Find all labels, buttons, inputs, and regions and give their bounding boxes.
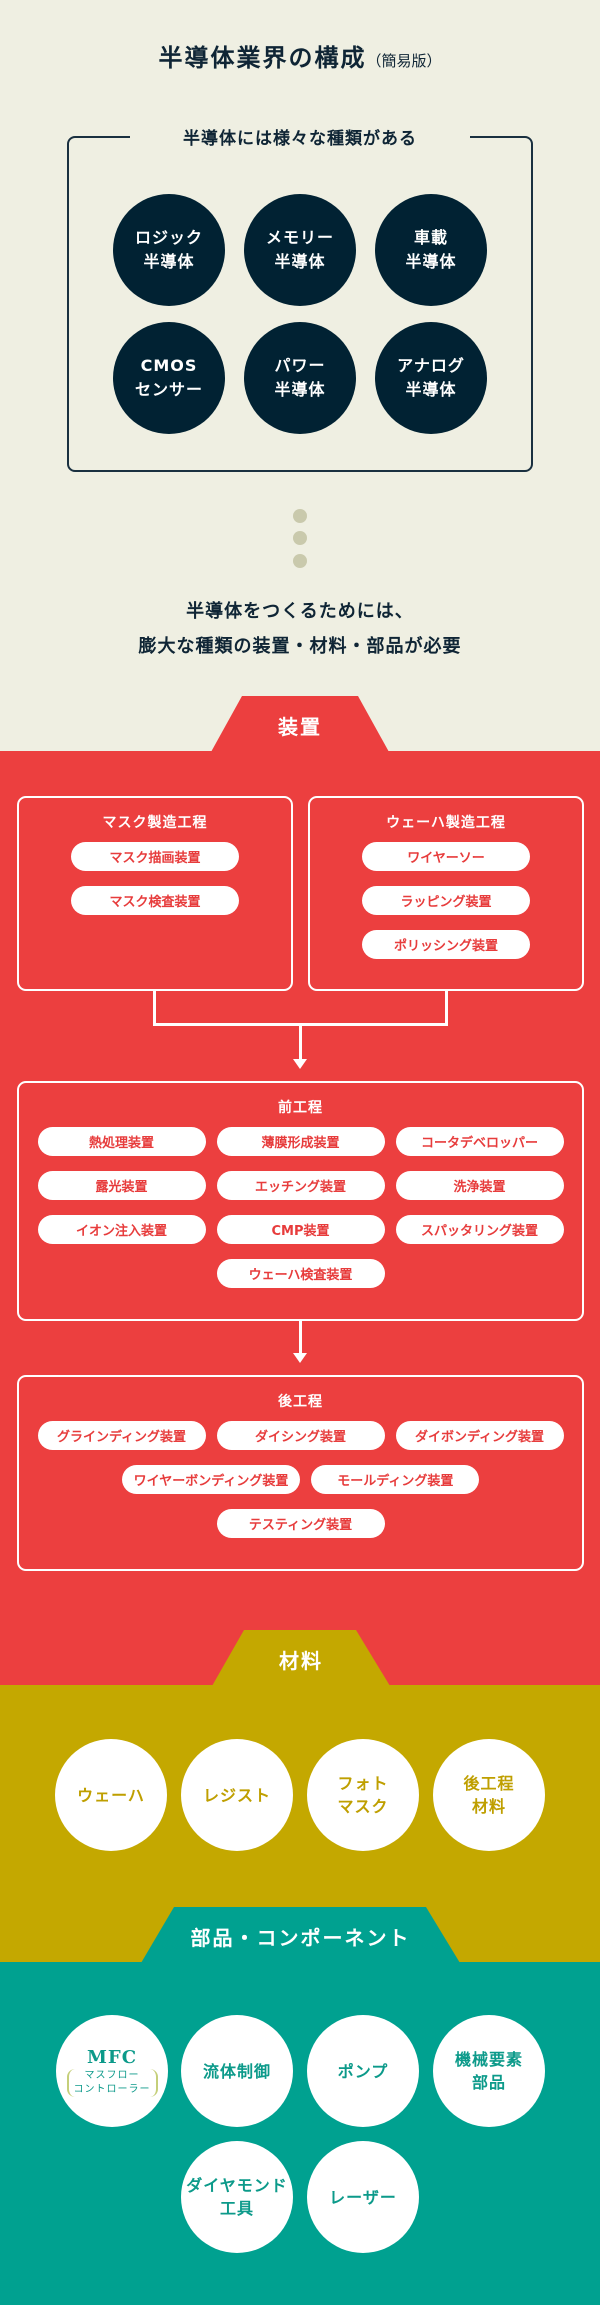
component-item-line-1: ダイヤモンド — [186, 2176, 288, 2195]
component-item: 機械要素部品 — [433, 2015, 545, 2127]
material-item-line-1: レジスト — [202, 1785, 271, 1805]
equipment-pill: ダイシング装置 — [216, 1421, 385, 1450]
equipment-pill: ラッピング装置 — [362, 886, 530, 915]
components-section — [0, 1962, 600, 2305]
connector-line — [299, 1023, 302, 1061]
component-item: 流体制御 — [181, 2015, 293, 2127]
components-tab-shape — [141, 1907, 460, 1963]
ellipsis-dot — [293, 554, 307, 568]
connector-line — [299, 1321, 302, 1355]
material-item-line-1: フォト — [337, 1774, 389, 1793]
component-item-line-1: ポンプ — [337, 2061, 389, 2081]
semiconductor-type: 車載半導体 — [375, 194, 487, 306]
component-item-line-1: 機械要素 — [454, 2050, 523, 2069]
component-item-line-1: 流体制御 — [202, 2061, 271, 2081]
mask-process-title: マスク製造工程 — [102, 815, 208, 831]
equipment-pill: 洗浄装置 — [395, 1171, 564, 1200]
semiconductor-types-label: 半導体には様々な種類がある — [130, 124, 470, 149]
title-text: 半導体業界の構成 — [158, 44, 367, 72]
equipment-pill: 露光装置 — [37, 1171, 206, 1200]
equipment-pill: マスク描画装置 — [71, 842, 239, 871]
wafer-process-title: ウェーハ製造工程 — [386, 815, 506, 831]
equipment-pill: コータデベロッパー — [395, 1127, 564, 1156]
equipment-tab-shape — [211, 696, 389, 752]
connector-line — [153, 991, 156, 1026]
semiconductor-type-line-1: メモリー — [265, 228, 334, 247]
equipment-pill: ダイボンディング装置 — [395, 1421, 564, 1450]
mfc-sub-line-1: マスフロー — [84, 2069, 140, 2081]
equipment-pill: CMP装置 — [216, 1215, 385, 1244]
semiconductor-type: CMOS センサー — [113, 322, 225, 434]
equipment-pill: スパッタリング装置 — [395, 1215, 564, 1244]
semiconductor-type-line-2: 半導体 — [143, 252, 195, 271]
semiconductor-type-line-2: 半導体 — [405, 252, 457, 271]
semiconductor-type-line-1: ロジック — [134, 228, 203, 247]
equipment-pill: テスティング装置 — [216, 1509, 385, 1538]
equipment-pill: ポリッシング装置 — [362, 930, 530, 959]
component-item: ダイヤモンド工具 — [181, 2141, 293, 2253]
materials-tab-shape — [212, 1630, 390, 1686]
equipment-pill: ワイヤーボンディング装置 — [121, 1465, 301, 1494]
ellipsis-dot — [293, 531, 307, 545]
component-item: ポンプ — [307, 2015, 419, 2127]
title-subtitle: （簡易版） — [366, 52, 442, 70]
component-item-line-2: 部品 — [471, 2073, 506, 2092]
page-title: 半導体業界の構成（簡易版） — [0, 38, 600, 73]
semiconductor-type-line-2: 半導体 — [274, 252, 326, 271]
components-heading: 部品・コンポーネント — [190, 1926, 411, 1950]
equipment-pill: モールディング装置 — [311, 1465, 480, 1494]
material-item: 後工程材料 — [433, 1739, 545, 1851]
semiconductor-type-line-1: パワー — [274, 356, 326, 375]
equipment-pill: 熱処理装置 — [37, 1127, 206, 1156]
equipment-heading: 装置 — [278, 715, 322, 739]
component-mfc: MFC マスフロー コントローラー — [56, 2015, 168, 2127]
connector-line — [445, 991, 448, 1026]
semiconductor-type-line-2: 半導体 — [274, 380, 326, 399]
semiconductor-type-line-1: CMOS — [140, 356, 198, 375]
lead-line-2: 膨大な種類の装置・材料・部品が必要 — [138, 636, 462, 657]
semiconductor-type: メモリー半導体 — [244, 194, 356, 306]
equipment-pill: ワイヤーソー — [362, 842, 530, 871]
semiconductor-type: ロジック半導体 — [113, 194, 225, 306]
component-item-line-2: 工具 — [219, 2199, 254, 2218]
equipment-pill: マスク検査装置 — [71, 886, 239, 915]
lead-text: 半導体をつくるためには、 膨大な種類の装置・材料・部品が必要 — [0, 594, 600, 664]
ellipsis-dot — [293, 509, 307, 523]
mask-process-box: マスク製造工程 マスク描画装置マスク検査装置 — [17, 796, 293, 991]
equipment-pill: イオン注入装置 — [37, 1215, 206, 1244]
mfc-full-name: マスフロー コントローラー — [66, 2068, 158, 2097]
front-process-box: 前工程 熱処理装置薄膜形成装置コータデベロッパー露光装置エッチング装置洗浄装置イ… — [17, 1081, 584, 1321]
material-item: レジスト — [181, 1739, 293, 1851]
component-item: レーザー — [307, 2141, 419, 2253]
arrow-down-icon — [293, 1059, 307, 1069]
material-item-line-1: 後工程 — [463, 1774, 515, 1793]
wafer-process-box: ウェーハ製造工程 ワイヤーソーラッピング装置ポリッシング装置 — [308, 796, 584, 991]
equipment-pill: ウェーハ検査装置 — [216, 1259, 385, 1288]
component-item-line-1: レーザー — [329, 2187, 397, 2207]
equipment-pill: グラインディング装置 — [37, 1421, 206, 1450]
semiconductor-type-line-2: センサー — [134, 380, 203, 399]
material-item-line-2: マスク — [337, 1797, 389, 1816]
mfc-sub-line-2: コントローラー — [73, 2083, 151, 2095]
equipment-pill: 薄膜形成装置 — [216, 1127, 385, 1156]
semiconductor-type: アナログ半導体 — [375, 322, 487, 434]
semiconductor-type: パワー半導体 — [244, 322, 356, 434]
mfc-abbr: MFC — [86, 2046, 138, 2068]
semiconductor-type-line-1: 車載 — [413, 228, 448, 247]
material-item-line-2: 材料 — [471, 1797, 506, 1816]
arrow-down-icon — [293, 1353, 307, 1363]
material-item-line-1: ウェーハ — [77, 1785, 145, 1805]
back-process-box: 後工程 グラインディング装置ダイシング装置ダイボンディング装置ワイヤーボンディン… — [17, 1375, 584, 1571]
lead-line-1: 半導体をつくるためには、 — [186, 601, 414, 622]
equipment-pill: エッチング装置 — [216, 1171, 385, 1200]
materials-heading: 材料 — [279, 1649, 323, 1673]
material-item: フォトマスク — [307, 1739, 419, 1851]
semiconductor-type-line-2: 半導体 — [405, 380, 457, 399]
front-process-title: 前工程 — [278, 1100, 323, 1116]
back-process-title: 後工程 — [278, 1394, 323, 1410]
material-item: ウェーハ — [55, 1739, 167, 1851]
semiconductor-type-line-1: アナログ — [397, 356, 465, 375]
